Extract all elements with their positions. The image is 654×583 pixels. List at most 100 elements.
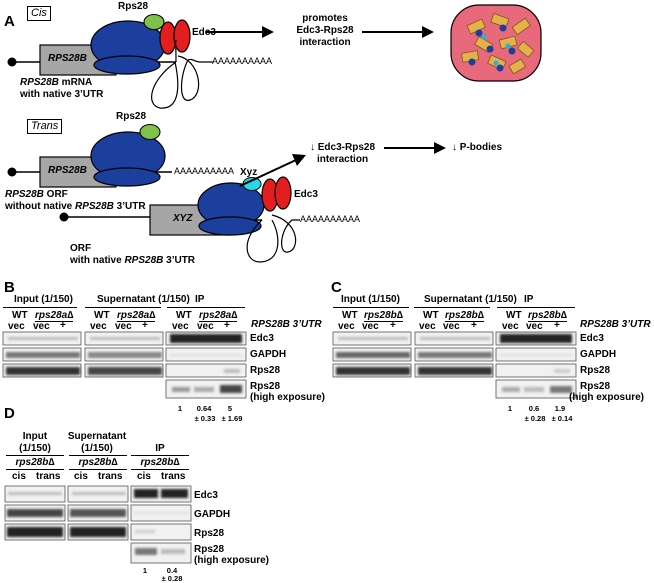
d-in-cis: cis [12,471,26,482]
b-quant-2-err: ± 0.33 [194,414,216,423]
c-row-gapdh: GAPDH [580,349,617,360]
trans-orf2-line2-pre: with native [70,255,125,266]
b-ip-header: IP [195,294,205,305]
d-in-trans: trans [36,471,61,482]
b-row-rps28-hi: Rps28 [250,381,281,392]
trans-orf2-line2: with native RPS28B 3’UTR [70,256,195,266]
trans-polya-2: AAAAAAAAAA [300,214,361,224]
d-super-l2: (1/150) [81,443,113,454]
b-ip-wt: WT [176,310,192,321]
c-quant-3: 1.9 [554,404,566,413]
d-row-rps28-hi: Rps28 [194,544,225,555]
trans-effect1-line1: ↓ Edc3-Rps28 [309,142,376,153]
d-input-l1: Input [22,431,48,442]
panel-d-letter: D [4,405,15,422]
cis-mrna-line2: with native 3’UTR [20,89,104,100]
b-in-wt: WT [12,310,28,321]
d-super-rule2 [69,469,127,470]
d-su-trans: trans [98,471,123,482]
d-input-l2: (1/150) [19,443,51,454]
c-in-mut: rps28b∆ [364,310,403,322]
trans-xyz-gene: XYZ [173,213,193,224]
trans-orf2-line1: ORF [70,243,92,254]
c-in-vec2: vec [362,321,379,332]
b-row-hi-exposure: (high exposure) [250,392,326,403]
cis-ribosome-small [93,55,161,75]
trans-orf-line1: RPS28B ORF [5,190,68,200]
trans-gene-label: RPS28B [48,165,87,176]
c-row-rps28: Rps28 [580,365,611,376]
c-utr-label: RPS28B 3’UTR [580,319,651,330]
d-ip-rule2 [131,469,189,470]
d-input-rule [6,455,64,456]
d-super-rule [69,455,127,456]
c-in-wt: WT [342,310,358,321]
d-input-rule2 [6,469,64,470]
b-ip-mut: rps28a∆ [199,310,238,322]
c-row-edc3: Edc3 [580,333,604,344]
b-su-vec2: vec [115,321,132,332]
c-su-mut: rps28b∆ [445,310,484,322]
c-row-rps28-hi: Rps28 [580,381,611,392]
cis-rps28 [143,14,165,30]
c-ip-vec1: vec [502,321,519,332]
trans-tag: Trans [27,119,63,134]
c-ip-mut: rps28b∆ [528,310,567,322]
b-input-rule [3,307,77,308]
cis-tag: Cis [27,6,51,21]
c-ip-vec2: vec [526,321,543,332]
d-super-l1: Supernatant [67,431,127,442]
d-quant-2-err: ± 0.28 [161,574,183,583]
b-super-header: Supernatant (1/150) [97,294,190,305]
cis-effect-line2: Edc3-Rps28 [296,25,354,36]
panel-c-blots [332,331,577,399]
c-ip-header: IP [524,294,534,305]
b-ip-rule [167,307,245,308]
d-row-rps28: Rps28 [194,528,225,539]
c-in-vec1: vec [338,321,355,332]
c-super-header: Supernatant (1/150) [424,294,517,305]
c-input-header: Input (1/150) [341,294,400,305]
cis-arrow-2 [422,26,434,38]
trans-orf-gene: RPS28B [5,189,44,200]
b-in-mut: rps28a∆ [35,310,74,322]
b-ip-plus: + [224,320,230,331]
b-in-plus: + [60,320,66,331]
c-row-hi-exposure: (high exposure) [569,392,645,403]
c-super-rule [414,307,490,308]
cis-mrna-line1: RPS28B mRNA [20,78,92,88]
b-ip-vec2: vec [197,321,214,332]
c-su-wt: WT [423,310,439,321]
d-quant-1: 1 [142,566,148,575]
cis-utr-loop [177,55,212,101]
trans-effect1-line2: interaction [316,154,369,165]
c-ip-wt: WT [506,310,522,321]
trans-orf-line2-post: 3’UTR [113,201,146,212]
b-row-rps28: Rps28 [250,365,281,376]
cis-effect-line3: interaction [299,37,351,48]
d-quant-2: 0.4 [166,566,178,575]
d-in-mut: rps28b∆ [15,457,55,468]
trans-effect2: ↓ P-bodies [452,142,503,153]
b-quant-2: 0.64 [196,404,212,413]
trans-orf-line2: without native RPS28B 3’UTR [5,202,146,212]
b-row-edc3: Edc3 [250,333,274,344]
cis-gene-label: RPS28B [48,53,87,64]
b-row-gapdh: GAPDH [250,349,287,360]
c-in-plus: + [390,320,396,331]
b-quant-3-err: ± 1.69 [221,414,243,423]
b-in-vec1: vec [8,321,25,332]
c-quant-1: 1 [507,404,513,413]
d-ip-header: IP [155,443,165,454]
panel-a-letter: A [4,13,15,30]
trans-xyz-protein: Xyz [240,167,258,178]
panel-c-letter: C [331,279,342,296]
b-su-vec1: vec [90,321,107,332]
b-super-rule [85,307,161,308]
cis-rps28-label: Rps28 [118,1,149,12]
cis-edc3-b [173,19,191,53]
b-in-vec2: vec [33,321,50,332]
d-row-edc3: Edc3 [194,490,218,501]
panel-d-blots [4,485,192,564]
trans-orf-line2-pre: without native [5,201,75,212]
